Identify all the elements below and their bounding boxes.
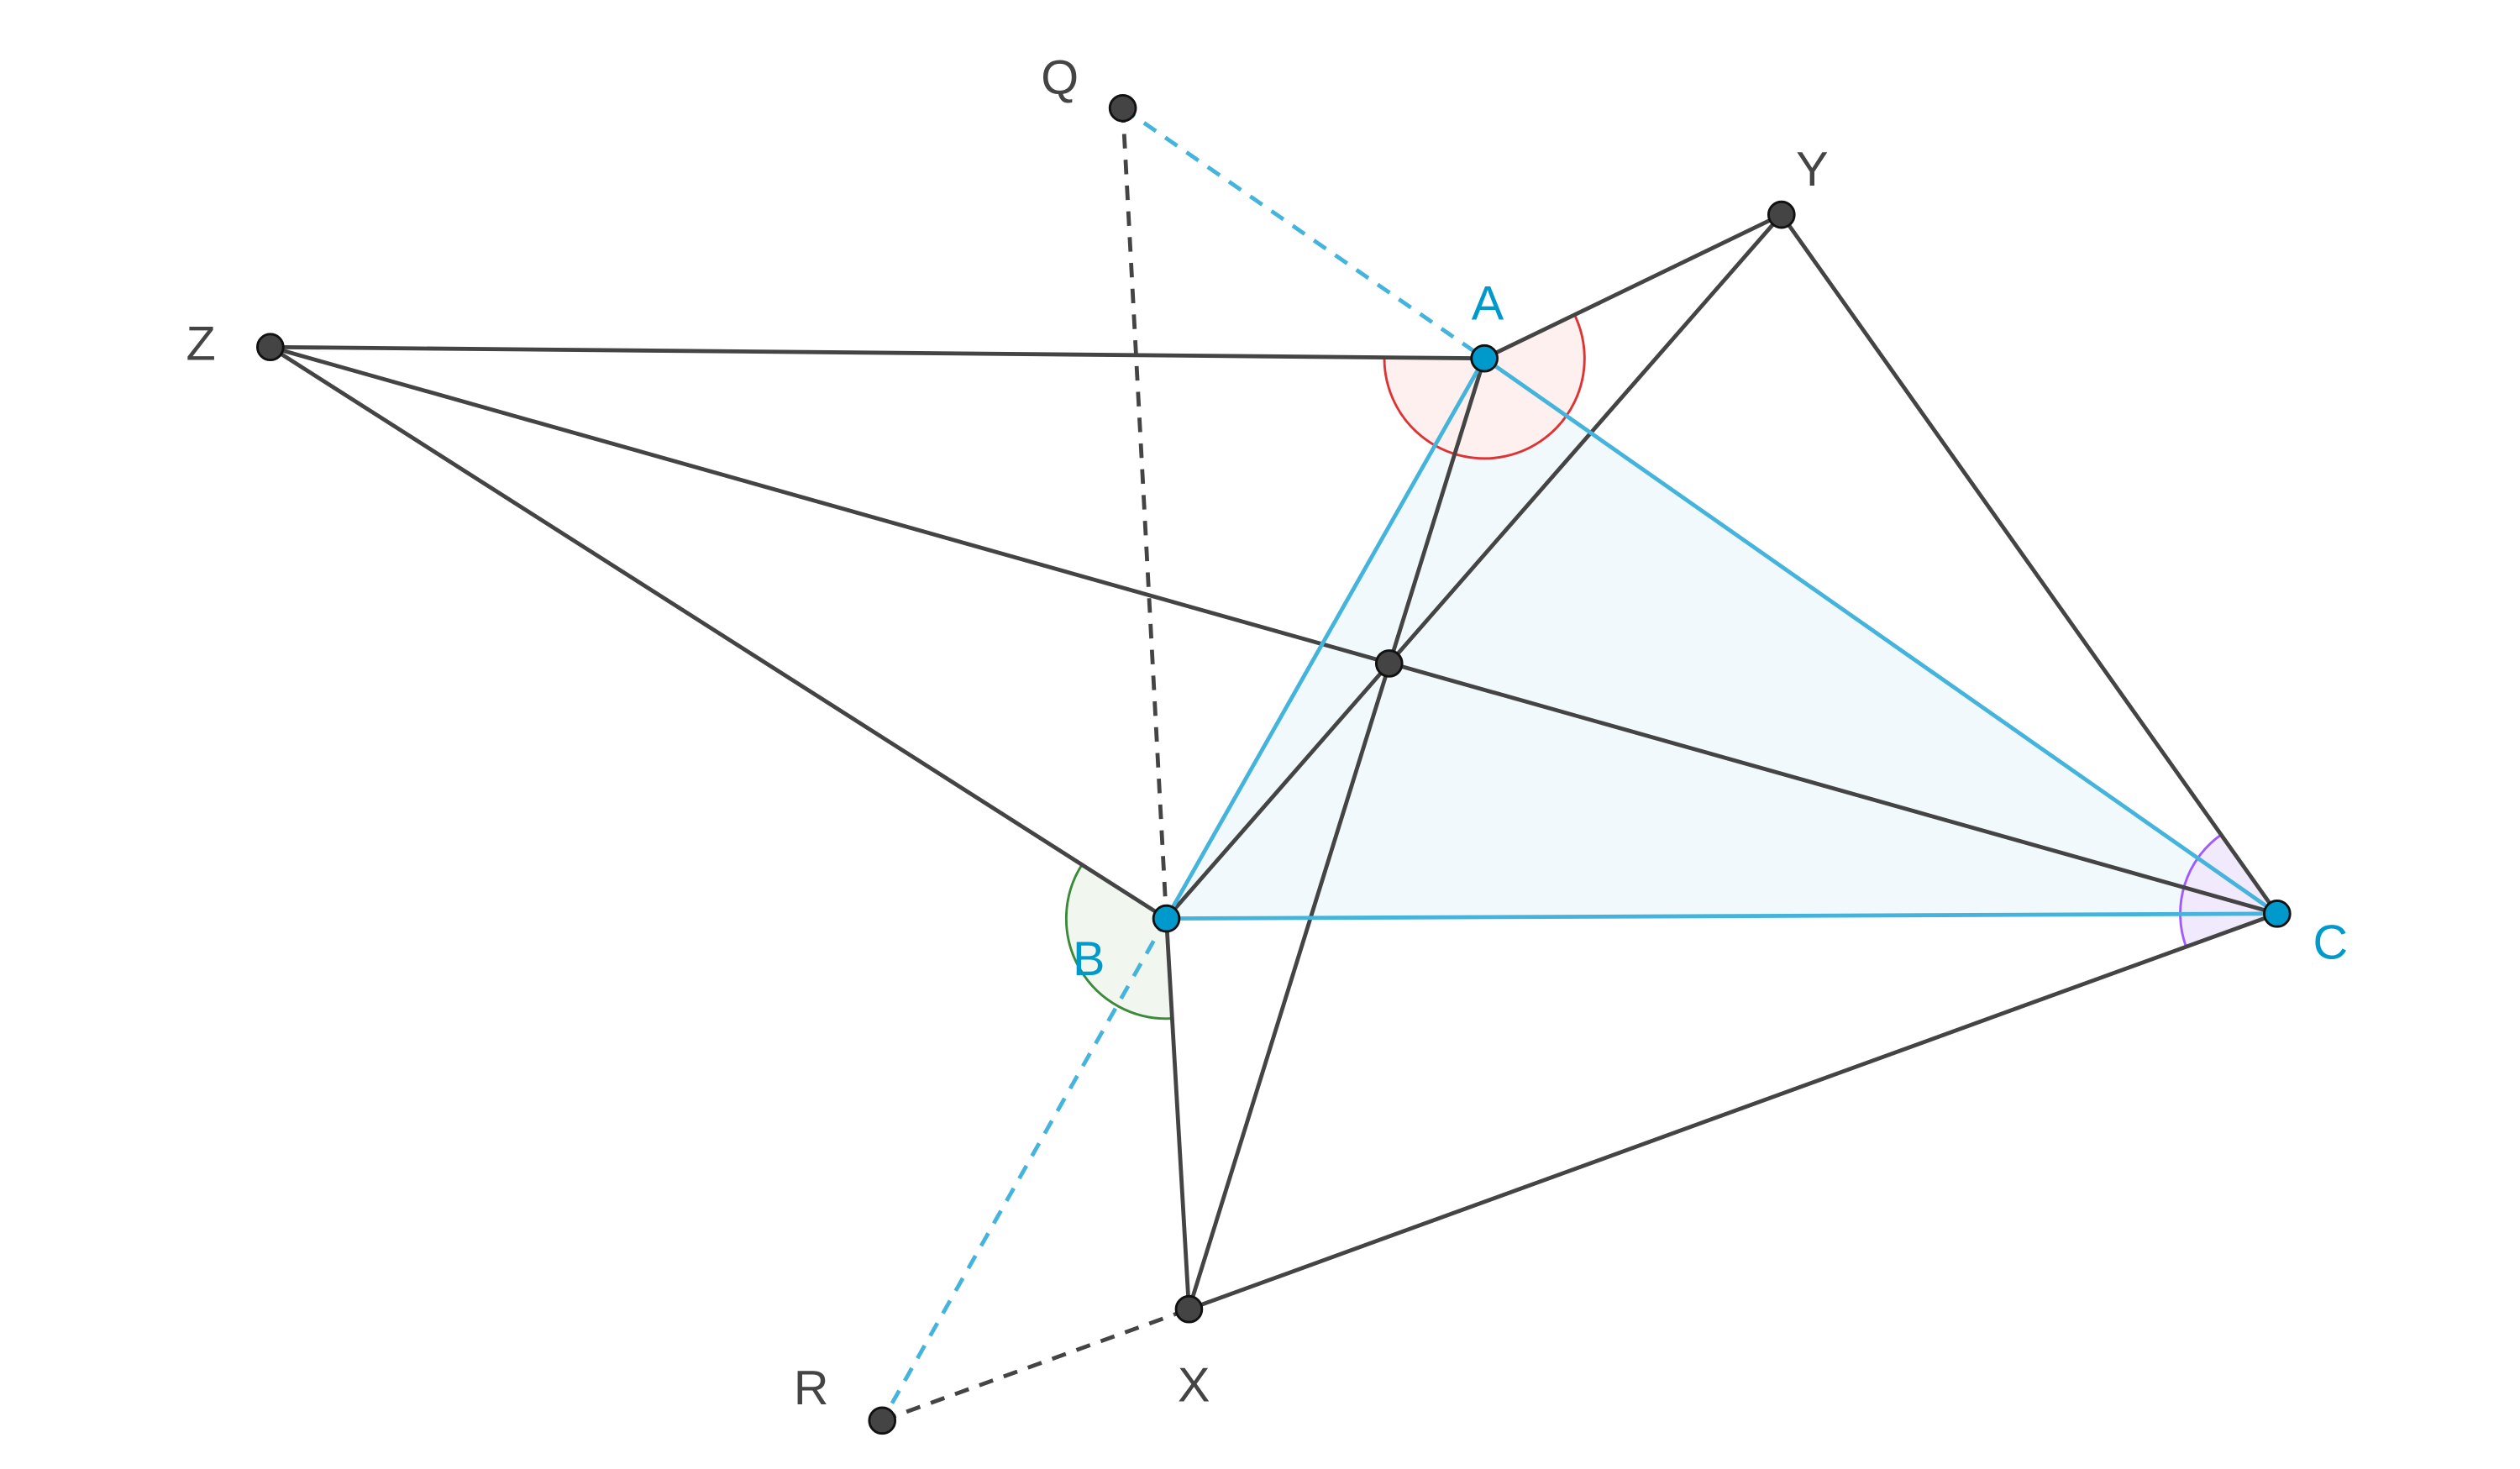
triangle-side-AB	[1164, 357, 1487, 920]
segment-BX	[1164, 918, 1191, 1309]
dashed-segment-BR	[880, 917, 1168, 1422]
label-point-r: R	[794, 1361, 829, 1415]
point-o	[1374, 649, 1404, 678]
dashed-segment-RX	[881, 1307, 1190, 1423]
segment-YB	[1164, 213, 1783, 921]
segment-AY	[1483, 212, 1782, 360]
angle-arc-b	[1065, 863, 1173, 1020]
segment-ZA	[270, 344, 1485, 361]
dashed-segment-QA	[1121, 106, 1486, 360]
dashed-segment-QB	[1121, 108, 1168, 919]
triangle-side-CA	[1483, 356, 2279, 916]
point-x	[1174, 1294, 1204, 1324]
triangle-abc-fill	[1166, 358, 2277, 919]
label-point-x: X	[1178, 1358, 1210, 1412]
segment-YC	[1779, 213, 2279, 916]
triangle-side-BC	[1166, 911, 2277, 921]
segment-XC	[1188, 911, 2278, 1311]
angle-arc-c	[2179, 833, 2222, 947]
label-point-z: Z	[186, 317, 216, 371]
segment-AX	[1187, 357, 1487, 1310]
point-a	[1470, 344, 1499, 373]
segment-ZC	[270, 344, 2278, 916]
angle-arc-a-fill	[1383, 314, 1585, 459]
label-point-y: Y	[1796, 143, 1828, 197]
segment-ZB	[269, 345, 1168, 921]
point-z	[256, 333, 285, 362]
point-y	[1767, 200, 1796, 229]
point-c	[2263, 900, 2292, 928]
label-point-q: Q	[1041, 50, 1079, 104]
point-b	[1152, 904, 1181, 933]
label-point-a: A	[1472, 277, 1504, 331]
label-point-c: C	[2313, 916, 2348, 970]
angle-arc-b-fill	[1066, 864, 1173, 1019]
point-r	[868, 1406, 897, 1435]
point-q	[1108, 93, 1137, 123]
label-point-b: B	[1073, 932, 1105, 986]
angle-arc-a	[1383, 314, 1586, 460]
